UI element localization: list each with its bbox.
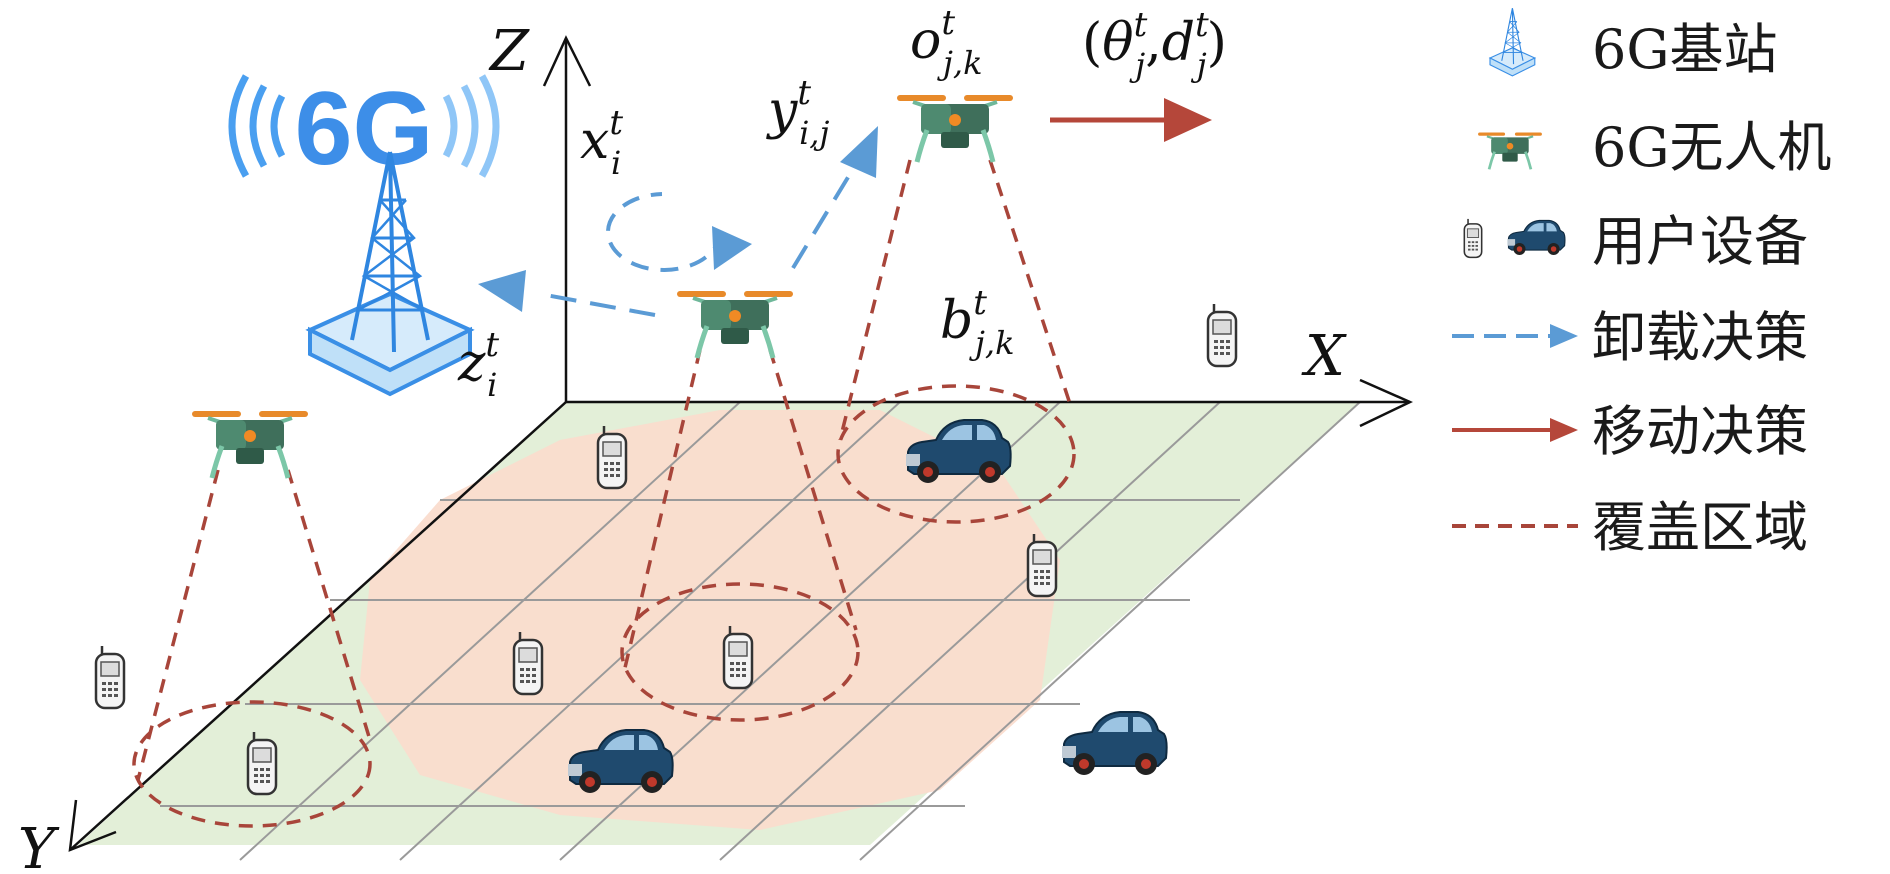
hot-zone: [360, 410, 1060, 830]
user-car-icon: [1061, 711, 1168, 776]
signal-waves-right: [442, 74, 500, 178]
axis-z-label: Z: [488, 19, 530, 84]
user-phone-icon: [94, 644, 126, 710]
legend-move-arrow-icon: [1452, 418, 1578, 442]
movement-arrow: [1050, 98, 1212, 142]
legend-uav-icon: [1478, 132, 1542, 171]
user-phone-icon: [512, 630, 544, 696]
signal-waves-left: [228, 74, 286, 178]
uav-left-icon: [195, 414, 305, 478]
legend-base-station-label: 6G基站: [1592, 18, 1778, 81]
legend-offload-label: 卸载决策: [1592, 306, 1808, 369]
legend-move-label: 移动决策: [1592, 400, 1808, 463]
axes: [68, 35, 1413, 852]
legend-uav-label: 6G无人机: [1592, 116, 1832, 179]
uav-top-icon: [900, 98, 1010, 162]
user-phone-icon: [596, 424, 628, 490]
legend-offload-arrow-icon: [1452, 324, 1578, 348]
legend-user-equipment-label: 用户设备: [1592, 210, 1808, 273]
base-station-tower-icon: [308, 150, 472, 396]
legend-car-icon: [1506, 219, 1566, 256]
legend-coverage-label: 覆盖区域: [1592, 496, 1808, 559]
6g-logo-text: 6G: [295, 71, 434, 187]
axis-x-label: X: [1301, 324, 1347, 389]
axis-y-label: Y: [18, 817, 60, 874]
legend-base-station-icon: [1489, 7, 1536, 77]
uav-center-icon: [680, 294, 790, 358]
6g-logo: 6G: [228, 71, 500, 187]
legend: 6G基站 6G无人机 用户设备 卸载决策 移动决策 覆盖区域: [1452, 7, 1832, 559]
legend-phone-icon: [1463, 218, 1483, 259]
user-phone-icon: [1026, 532, 1058, 598]
coverage-cones: [132, 159, 1076, 828]
offload-arrows: [478, 126, 878, 317]
user-phone-icon: [722, 624, 754, 690]
user-phone-icon: [246, 730, 278, 796]
user-phone-icon: [1206, 302, 1238, 368]
